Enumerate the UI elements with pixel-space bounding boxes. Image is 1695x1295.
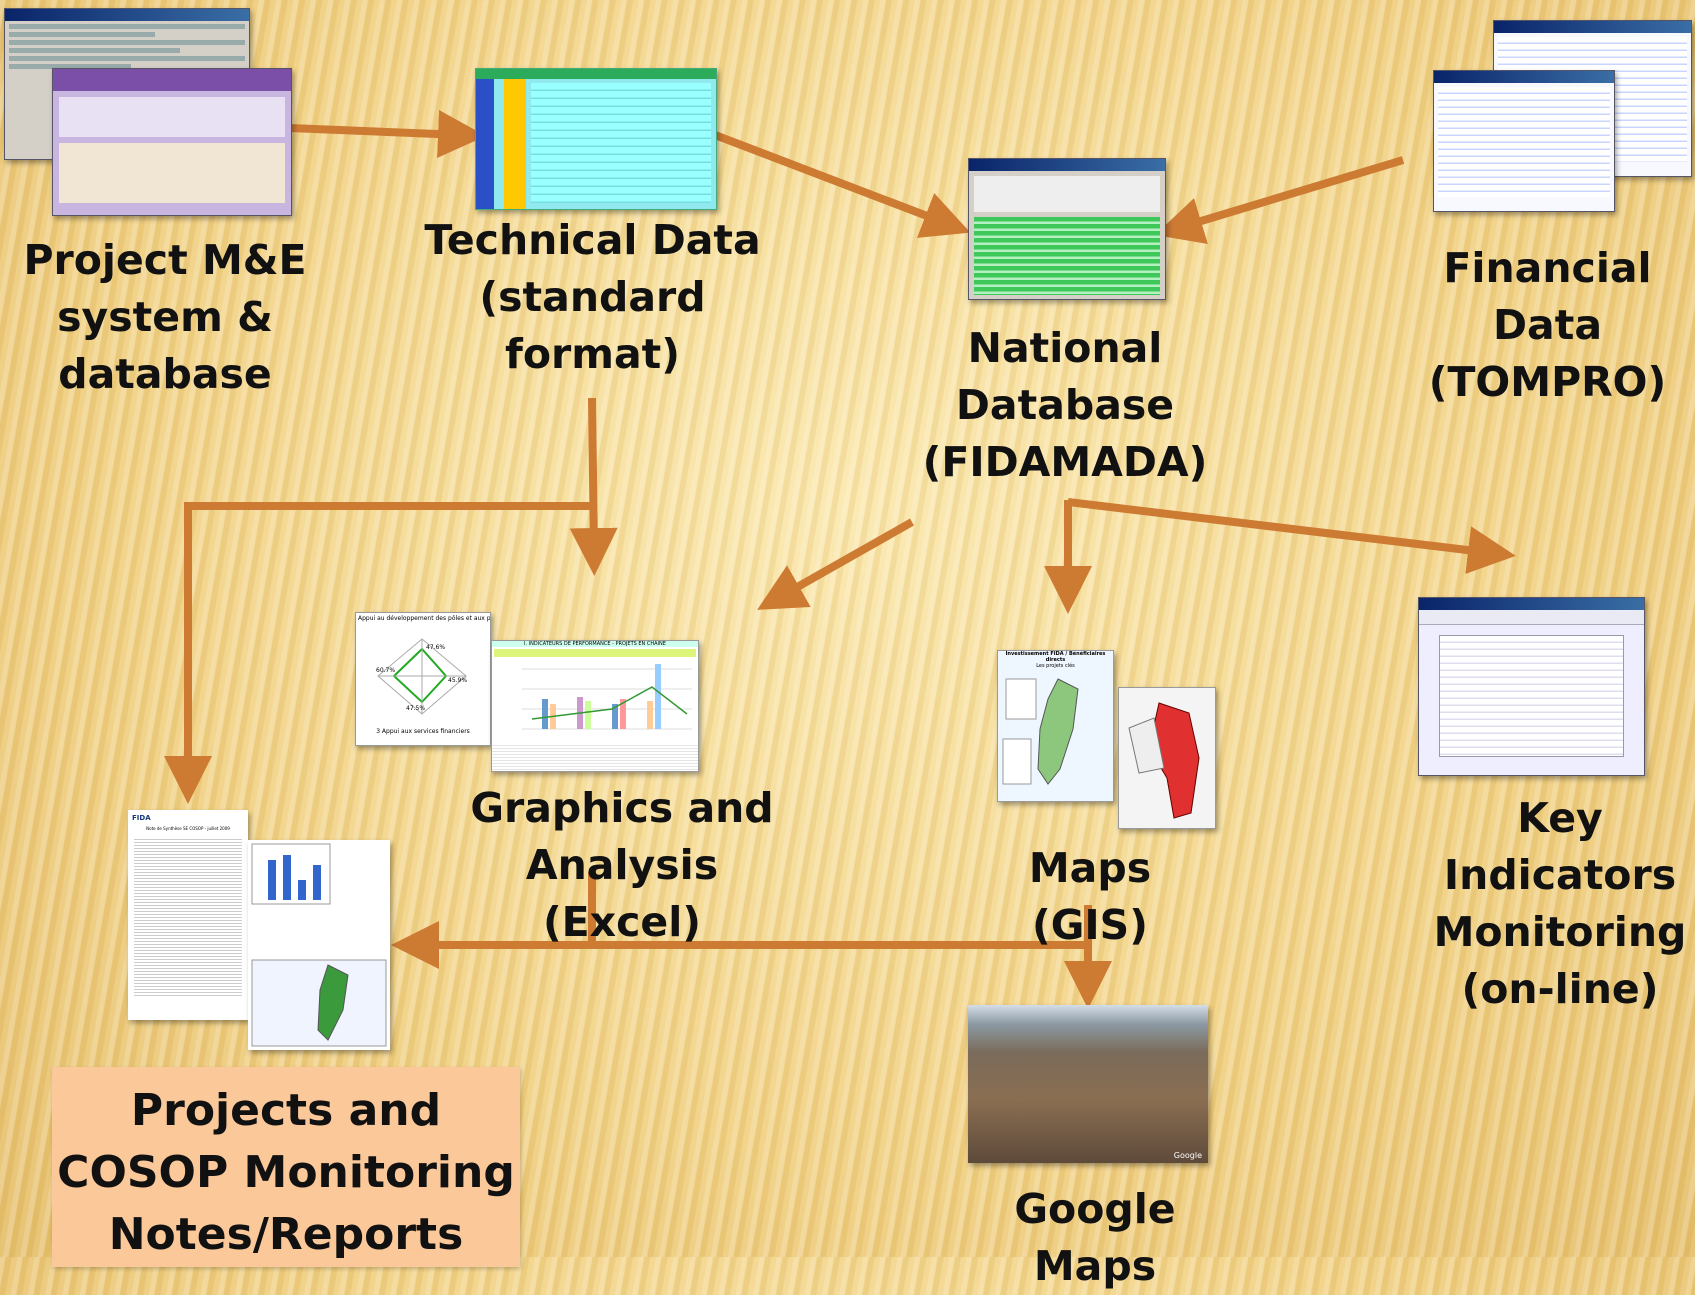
label-key-indicators: Key Indicators Monitoring (on-line) [1433,794,1687,1013]
madagascar-map-thumbnail: Investissement FIDA / Bénéficiaires dire… [997,650,1114,802]
technical-data-spreadsheet [475,68,717,210]
reports-label-box [52,1067,520,1267]
label-graphics-analysis: Graphics and Analysis (Excel) [470,784,774,946]
google-watermark: Google [1173,1151,1202,1160]
report-chart-shapes [251,843,387,1047]
label-project-me: Project M&E system & database [23,236,307,398]
radar-caption: 3 Appui aux services financiers [376,728,470,735]
radar-right-value: 45.9% [448,677,467,684]
label-financial-data: Financial Data (TOMPRO) [1428,244,1667,406]
label-reports: Projects and COSOP Monitoring Notes/Repo… [57,1085,515,1260]
radar-chart-thumbnail: Appui au développement des pôles et aux … [355,612,491,746]
label-technical-data: Technical Data (standard format) [424,216,761,378]
label-national-database: National Database (FIDAMADA) [922,324,1208,486]
map-subtitle: Les projets clés [1036,663,1075,669]
bar-chart-plot [522,664,692,730]
arrow-me-to-technical [289,110,486,159]
arrow-technical-to-national [713,131,971,238]
region-map-thumbnail [1118,687,1216,829]
report-chart-thumbnail [248,840,390,1050]
arrow-technical-to-graphics [569,397,618,576]
report-page-thumbnail: FIDA Note de Synthèse SE COSOP - juillet… [128,810,248,1020]
radar-left-value: 60.7% [376,667,395,674]
bar-chart-thumbnail: I. INDICATEURS DE PERFORMANCE - PROJETS … [491,640,699,772]
label-maps: Maps (GIS) [1028,844,1152,949]
map-title: Investissement FIDA / Bénéficiaires dire… [1005,651,1106,663]
google-maps-image: Google [968,1005,1208,1163]
label-google-maps: Google Maps [1014,1185,1176,1290]
radar-plot: 47.6% 60.7% 45.9% 47.5% [376,638,467,715]
radar-title: Appui au développement des pôles et aux … [358,615,490,622]
region-map-shape [1128,702,1200,819]
national-database-screenshot [968,158,1166,300]
bar-chart-title: I. INDICATEURS DE PERFORMANCE - PROJETS … [492,641,698,647]
arrow-technical-to-reports [164,502,592,804]
madagascar-map-shape [1002,678,1079,785]
arrow-national-to-keyind [1064,498,1516,574]
arrow-national-to-graphics [757,518,914,610]
report-logo: FIDA [132,814,151,822]
arrow-financial-to-national [1155,156,1405,245]
radar-bottom-value: 47.5% [406,705,425,712]
project-me-screenshot-front [52,68,292,216]
financial-screenshot-front [1433,70,1615,212]
report-title: Note de Synthèse SE COSOP - juillet 2009 [146,826,230,831]
flow-arrows [164,110,1516,1009]
radar-top-value: 47.6% [426,644,445,651]
key-indicators-screenshot [1418,597,1645,776]
